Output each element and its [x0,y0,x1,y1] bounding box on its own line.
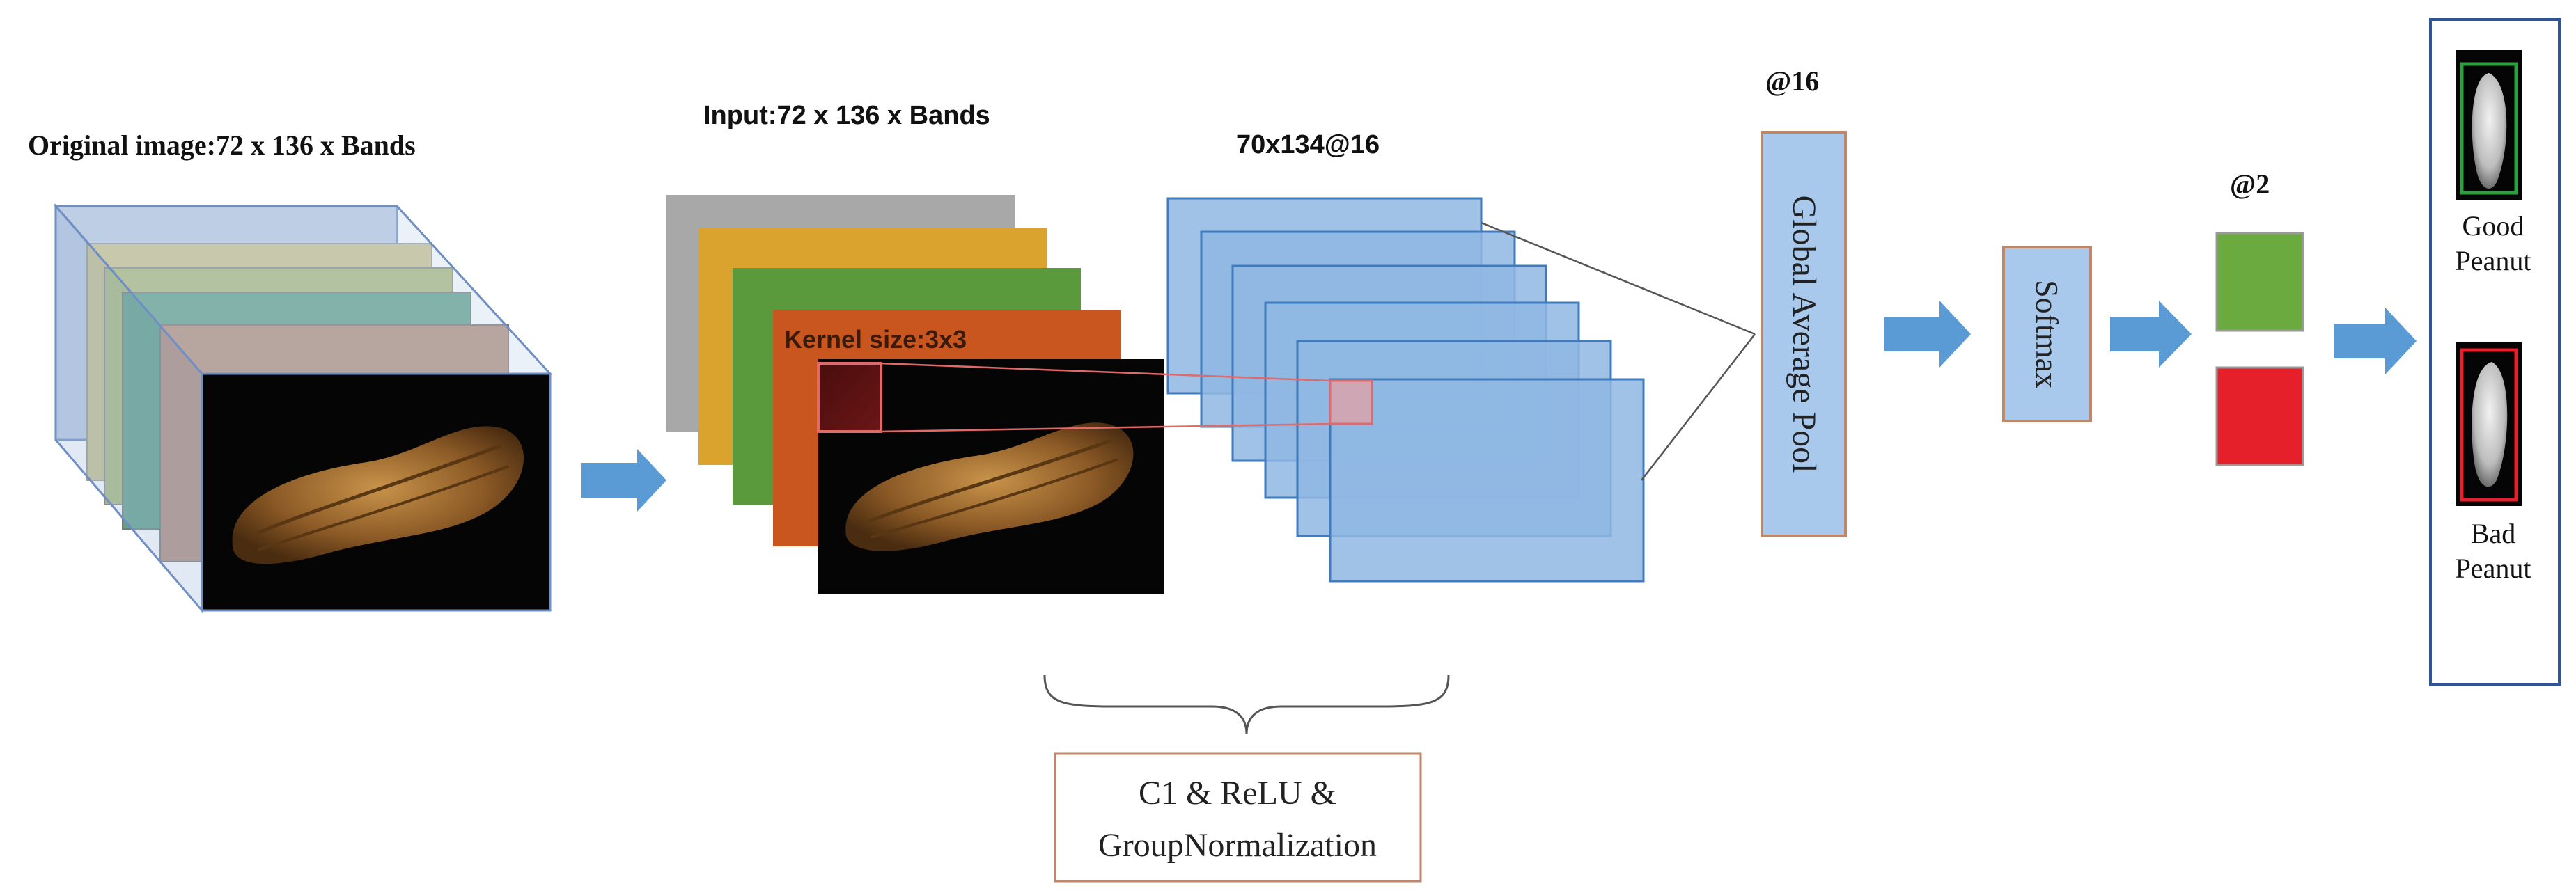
good-peanut-label-line2: Peanut [2456,245,2531,276]
conv-block-box [1054,752,1422,883]
input-band-stack: Kernel size:3x3 [666,195,1164,594]
global-average-pool-label: Global Average Pool [1786,195,1822,473]
class-good-cell [2215,232,2304,332]
softmax-box [2002,246,2092,422]
arrow-right-icon [2110,301,2192,368]
arrow-right-icon [2334,308,2417,374]
pool-connector-lines [1481,221,1756,481]
peanut-image-2 [845,422,1134,551]
softmax-label: Softmax [2029,280,2065,388]
conv-block-label-line1: C1 & ReLU & [1139,775,1336,812]
feature-map [1329,378,1645,583]
bad-peanut-label-line2: Peanut [2456,553,2531,584]
kernel-window [817,362,882,433]
original-image-label: Original image:72 x 136 x Bands [28,129,416,161]
class-bad-cell [2215,366,2304,466]
feature-maps-label: 70x134@16 [1236,130,1380,159]
arrow-right-icon [1884,301,1971,368]
output-pixel [1329,379,1373,425]
kernel-size-label: Kernel size:3x3 [784,325,967,354]
peanut-image-1 [232,426,524,564]
original-image-cube [53,203,553,614]
feature-map-stack [1166,197,1645,583]
good-peanut-label-line1: Good [2462,210,2524,242]
input-label: Input:72 x 136 x Bands [703,101,990,130]
bad-peanut-label-line1: Bad [2471,518,2515,549]
gap-channels-label: @16 [1765,65,1819,97]
global-average-pool-box [1761,131,1847,537]
kernel-projection-lines [880,362,1331,433]
output-channels-label: @2 [2230,168,2270,200]
good-peanut-thumbnail [2456,50,2522,200]
bad-peanut-thumbnail [2456,342,2522,506]
arrow-right-icon [581,449,666,512]
curly-brace [1043,674,1450,735]
conv-block-label-line2: GroupNormalization [1098,827,1377,864]
